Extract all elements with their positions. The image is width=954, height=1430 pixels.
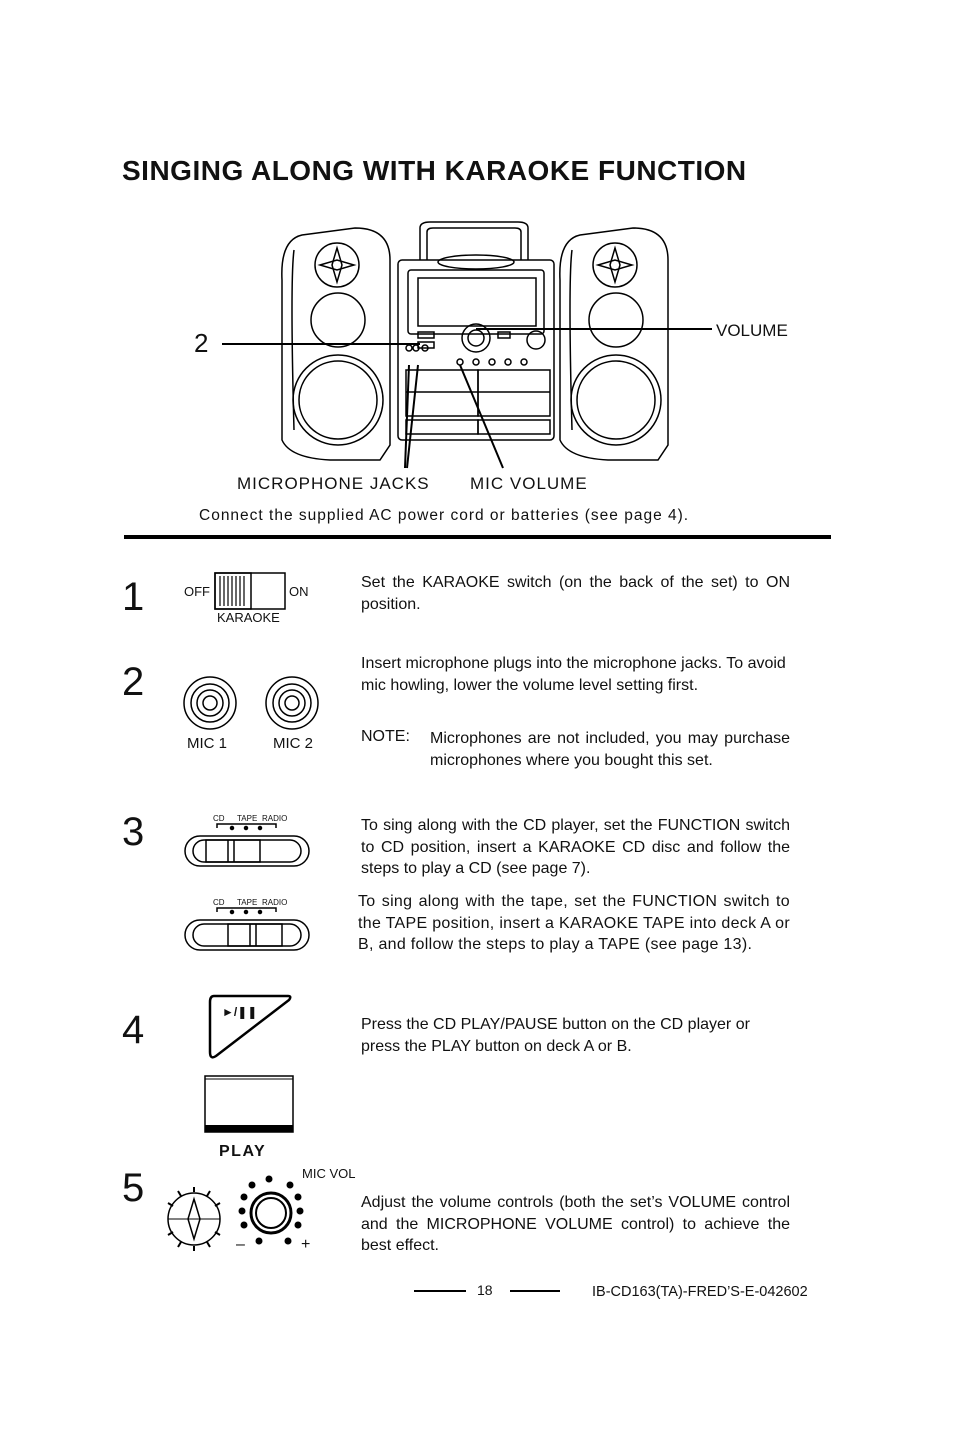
play-pause-button-icon xyxy=(208,994,292,1059)
microphone-jacks-label: MICROPHONE JACKS xyxy=(237,474,430,493)
tape-label-2: TAPE xyxy=(237,898,258,907)
page-title: SINGING ALONG WITH KARAOKE FUNCTION xyxy=(122,155,747,186)
step-number-2: 2 xyxy=(122,660,145,704)
cd-label-2: CD xyxy=(213,898,225,907)
mic-2-label: MIC 2 xyxy=(273,735,314,752)
step-4-text: Press the CD PLAY/PAUSE button on the CD… xyxy=(361,1016,750,1055)
mic-volume-knob-icon xyxy=(238,1175,304,1245)
divider xyxy=(124,535,831,539)
note-label: NOTE: xyxy=(361,728,410,745)
mic-jacks-icon xyxy=(183,676,319,730)
karaoke-switch-icon xyxy=(214,572,286,610)
mic-1-label: MIC 1 xyxy=(187,735,228,752)
radio-label: RADIO xyxy=(262,814,288,823)
document-code: IB-CD163(TA)-FRED’S-E-042602 xyxy=(592,1284,808,1300)
function-switch-tape-icon xyxy=(184,907,310,951)
connect-instruction: Connect the supplied AC power cord or ba… xyxy=(199,507,690,524)
play-key-icon xyxy=(204,1075,294,1133)
play-label: PLAY xyxy=(219,1143,267,1160)
function-switch-cd-icon xyxy=(184,823,310,867)
mic-vol-label: MIC VOL xyxy=(302,1166,356,1181)
play-pause-symbol: ►/❚❚ xyxy=(222,1005,258,1019)
step-5-text: Adjust the volume controls (both the set… xyxy=(361,1194,790,1254)
step-number-4: 4 xyxy=(122,1008,145,1052)
step-3-text: To sing along with the CD player, set th… xyxy=(361,817,790,877)
plus-sign: + xyxy=(301,1236,311,1253)
radio-label-2: RADIO xyxy=(262,898,288,907)
volume-label: VOLUME xyxy=(716,321,788,340)
karaoke-caption: KARAOKE xyxy=(217,610,280,625)
footer-rule-right xyxy=(510,1290,560,1292)
diagram-callout-2: 2 xyxy=(194,328,209,358)
note-text: Microphones are not included, you may pu… xyxy=(430,730,790,769)
karaoke-on-label: ON xyxy=(289,584,309,599)
cd-label: CD xyxy=(213,814,225,823)
step-number-1: 1 xyxy=(122,575,145,619)
page-number: 18 xyxy=(477,1282,493,1298)
mic-volume-label: MIC VOLUME xyxy=(470,474,588,493)
step-2-text: Insert microphone plugs into the microph… xyxy=(361,655,786,694)
step-3-text-2: To sing along with the tape, set the FUN… xyxy=(358,893,790,953)
tape-label: TAPE xyxy=(237,814,258,823)
step-number-3: 3 xyxy=(122,810,145,854)
karaoke-off-label: OFF xyxy=(184,584,210,599)
footer-rule-left xyxy=(414,1290,466,1292)
step-number-5: 5 xyxy=(122,1166,145,1210)
step-1-text: Set the KARAOKE switch (on the back of t… xyxy=(361,574,790,613)
minus-sign: – xyxy=(236,1236,245,1253)
stereo-diagram xyxy=(222,221,712,469)
volume-knob-icon xyxy=(167,1187,221,1251)
